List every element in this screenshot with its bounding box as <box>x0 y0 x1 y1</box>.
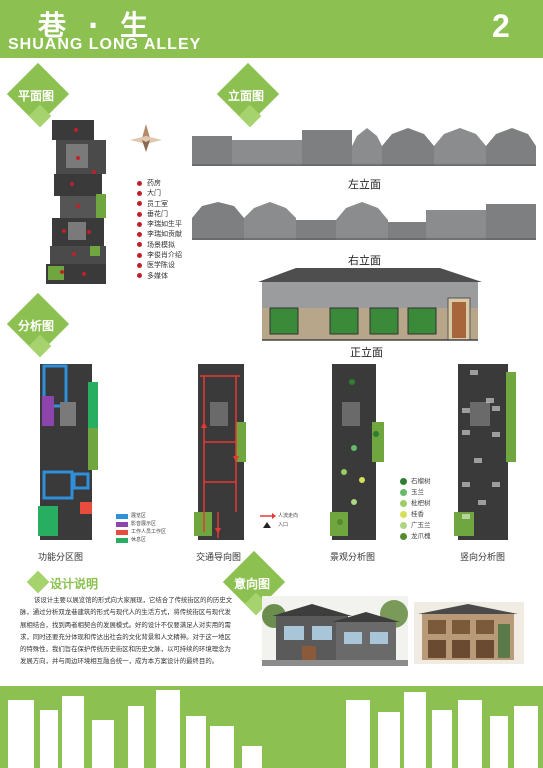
traffic-legend-flow: 人流走向 <box>278 513 299 519</box>
plan-legend-item: 员工室 <box>137 199 182 209</box>
landscape-drawing <box>330 364 384 540</box>
analysis-section-label: 分析图 <box>18 319 55 333</box>
tree-icon <box>400 511 407 518</box>
traffic-caption: 交通导向图 <box>196 553 242 563</box>
landscape-legend-item: 广玉兰 <box>400 520 431 531</box>
tree-icon <box>400 500 407 507</box>
landscape-legend-item: 枇杷树 <box>400 498 431 509</box>
plan-legend-item: 医学陈设 <box>137 260 182 270</box>
plan-legend-item: 场景模拟 <box>137 240 182 250</box>
function-legend-item: 影音展示区 <box>116 520 166 528</box>
landscape-legend-item: 玉兰 <box>400 487 431 498</box>
function-legend-item: 展览区 <box>116 512 166 520</box>
legend-dot-icon <box>137 221 142 227</box>
legend-dot-icon <box>137 232 142 238</box>
legend-dot-icon <box>137 252 142 258</box>
front-elevation-drawing <box>258 268 482 341</box>
description-bullet-icon <box>26 570 50 594</box>
page-number: 2 <box>492 8 510 44</box>
plan-legend-item: 大门 <box>137 188 182 198</box>
plan-legend-item: 药房 <box>137 178 182 188</box>
vertical-analysis-caption: 竖向分析图 <box>460 553 506 563</box>
tree-icon <box>400 533 407 540</box>
description-title: 设计说明 <box>50 577 99 591</box>
legend-dot-icon <box>137 201 142 207</box>
traffic-flow-drawing <box>194 364 246 540</box>
plan-legend-item: 李俊肖介绍 <box>137 250 182 260</box>
left-elevation-caption: 左立面 <box>348 178 381 191</box>
traffic-legend: 人流走向 入口 <box>278 512 298 530</box>
plan-legend-item: 垂花门 <box>137 209 182 219</box>
traffic-legend-entrance: 入口 <box>278 522 289 528</box>
description-body: 该设计主要以展览馆的形式向大家展现，它结合了传统街区的的历史文脉，通过分析双龙巷… <box>20 596 233 666</box>
tree-icon <box>400 489 407 496</box>
vertical-analysis-drawing <box>454 364 516 540</box>
landscape-legend-item: 龙爪槐 <box>400 531 431 542</box>
page-subtitle: SHUANG LONG ALLEY <box>8 36 202 53</box>
compass-icon <box>130 124 162 152</box>
perspective-section-label: 意向图 <box>234 577 271 591</box>
function-zoning-drawing <box>38 364 98 540</box>
swatch-icon <box>116 521 128 527</box>
swatch-icon <box>116 537 128 543</box>
floor-plan-drawing <box>46 120 106 284</box>
landscape-caption: 景观分析图 <box>330 553 376 563</box>
perspective-render-2 <box>414 602 524 664</box>
swatch-icon <box>116 513 128 519</box>
legend-dot-icon <box>137 211 142 217</box>
front-elevation-caption: 正立面 <box>350 346 383 359</box>
function-legend-item: 休息区 <box>116 536 166 544</box>
left-elevation-drawing <box>192 128 536 166</box>
legend-dot-icon <box>137 180 142 186</box>
footer-skyline <box>8 690 538 768</box>
plan-legend: 药房 大门 员工室 垂花门 李瑞如生平 李瑞如贡献 场景模拟 李俊肖介绍 医学陈… <box>137 178 182 281</box>
legend-dot-icon <box>137 273 142 279</box>
tree-icon <box>400 522 407 529</box>
legend-dot-icon <box>137 242 142 248</box>
legend-dot-icon <box>137 190 142 196</box>
right-elevation-caption: 右立面 <box>348 254 381 267</box>
header-banner <box>0 0 543 58</box>
tree-icon <box>400 478 407 485</box>
function-zoning-caption: 功能分区图 <box>38 553 84 563</box>
plan-legend-item: 李瑞如贡献 <box>137 229 182 239</box>
plan-section-label: 平面图 <box>18 89 55 103</box>
function-legend-item: 工作人员工作区 <box>116 528 166 536</box>
legend-dot-icon <box>137 263 142 269</box>
swatch-icon <box>116 529 128 535</box>
elevation-section-label: 立面图 <box>228 89 265 103</box>
landscape-legend-item: 石榴树 <box>400 476 431 487</box>
perspective-render-1 <box>262 596 408 666</box>
landscape-legend-item: 桂香 <box>400 509 431 520</box>
right-elevation-drawing <box>192 202 536 240</box>
plan-legend-item: 多媒体 <box>137 271 182 281</box>
page-title: 巷 · 生 <box>38 9 155 42</box>
function-legend: 展览区 影音展示区 工作人员工作区 休息区 <box>116 512 166 544</box>
plan-legend-item: 李瑞如生平 <box>137 219 182 229</box>
footer-band <box>0 686 543 768</box>
traffic-legend-symbols <box>260 513 276 528</box>
landscape-legend: 石榴树 玉兰 枇杷树 桂香 广玉兰 龙爪槐 <box>400 476 431 542</box>
